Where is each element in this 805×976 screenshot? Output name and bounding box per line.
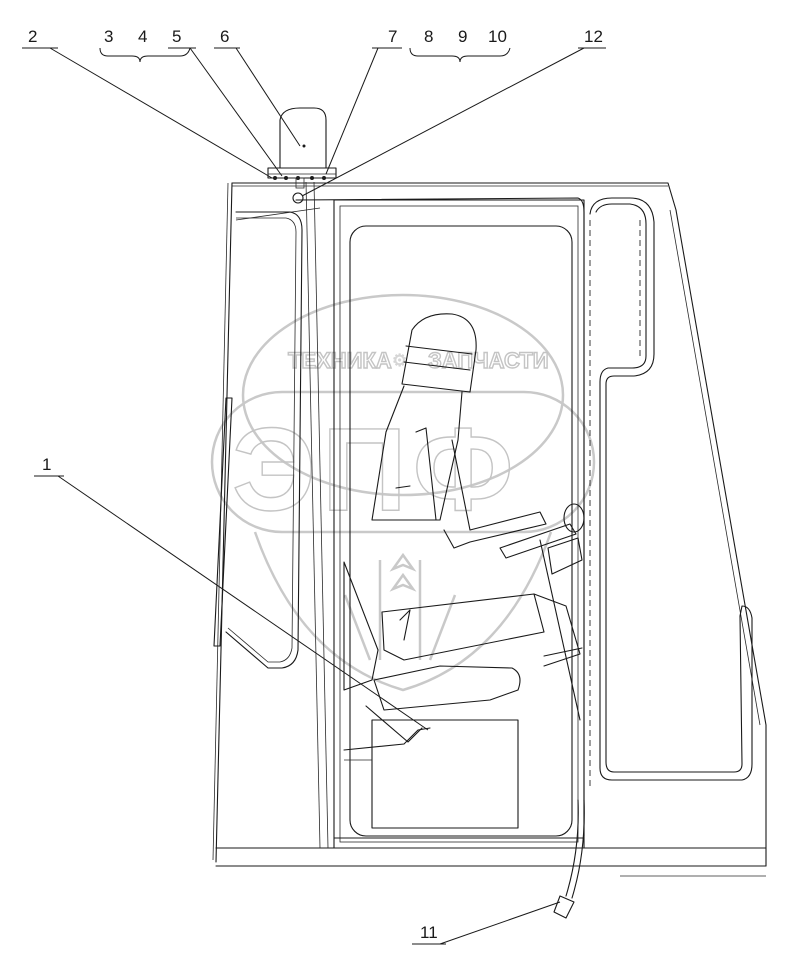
cable-11 <box>553 799 585 919</box>
watermark-big-letters: ЭПФ <box>232 404 519 536</box>
cable-hose <box>565 799 579 897</box>
control-panel <box>547 537 583 575</box>
rear-handrail <box>225 211 303 669</box>
beacon-lamp <box>279 107 327 169</box>
callout-5: 5 <box>172 27 181 46</box>
beacon-assembly <box>267 107 337 204</box>
wheat-icon <box>343 552 457 661</box>
cab-door <box>295 197 585 849</box>
callout-10: 10 <box>488 27 507 46</box>
callout-6: 6 <box>220 27 229 46</box>
gear-icon: ⚙ <box>392 351 407 370</box>
callout-12: 12 <box>584 27 603 46</box>
operator-thigh <box>381 593 545 661</box>
watermark-band <box>210 390 596 534</box>
operator-arm <box>443 439 547 549</box>
beacon-base <box>267 167 337 179</box>
watermark: ТЕХНИКА ⚙ ЗАПЧАСТИ ЭПФ <box>210 293 596 692</box>
front-handrail <box>589 197 753 790</box>
callout-labels: 2 3 4 5 6 7 8 9 10 12 1 11 <box>28 27 603 942</box>
operator-forearm <box>499 523 577 559</box>
operator-figure <box>343 313 585 829</box>
watermark-shield <box>253 531 553 692</box>
door-top-tube <box>295 197 585 837</box>
callout-8: 8 <box>424 27 433 46</box>
cab-roof <box>231 182 677 211</box>
callout-7: 7 <box>388 27 397 46</box>
callout-1: 1 <box>42 455 51 474</box>
cab-front-wall <box>675 209 767 867</box>
operator-torso <box>371 385 463 521</box>
operator-head <box>401 313 477 393</box>
door-glass <box>349 225 573 837</box>
front-handrail-tube <box>589 197 753 781</box>
seat-cushion <box>373 665 521 711</box>
cable-plug <box>553 895 575 919</box>
cab-left-wall <box>215 182 233 863</box>
callout-2: 2 <box>28 27 37 46</box>
watermark-top-ellipse <box>241 293 565 497</box>
leader-lines <box>22 47 606 945</box>
callout-3: 3 <box>104 27 113 46</box>
cable-grommet <box>292 192 304 204</box>
seat-base <box>371 719 519 829</box>
seat-back <box>343 561 379 691</box>
watermark-text-right: ЗАПЧАСТИ <box>428 348 549 373</box>
callout-9: 9 <box>458 27 467 46</box>
control-lever-knob <box>563 503 585 533</box>
callout-11: 11 <box>420 923 438 942</box>
callout-4: 4 <box>138 27 147 46</box>
rear-pillar <box>213 397 233 647</box>
operator-leg <box>533 593 581 667</box>
